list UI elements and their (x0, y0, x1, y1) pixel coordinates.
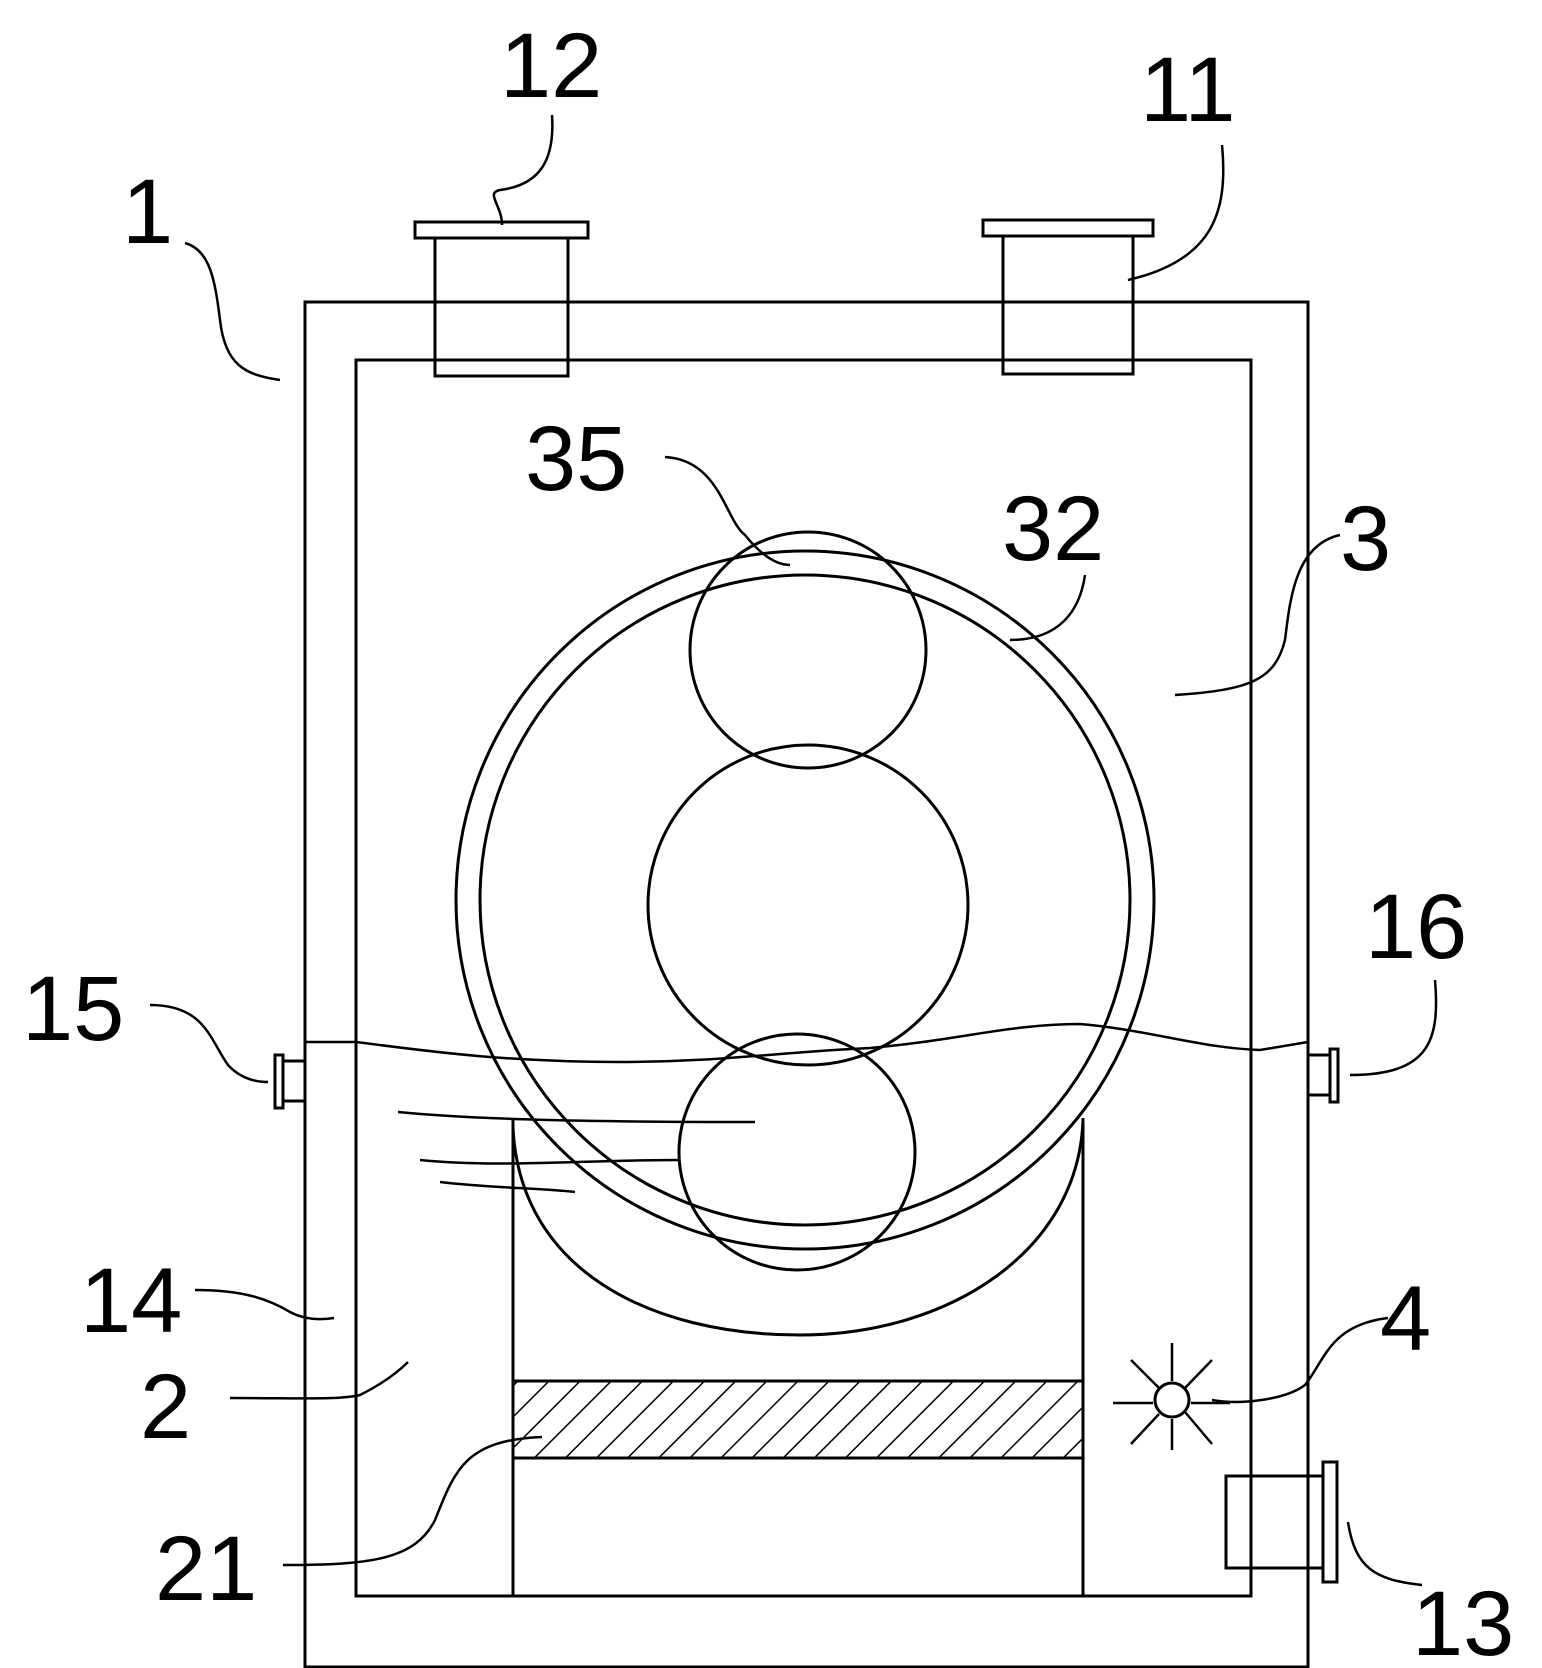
label-1: 1 (122, 161, 173, 263)
center-roller (648, 745, 968, 1065)
top-inlet-12 (415, 222, 588, 376)
leader-21 (283, 1437, 542, 1565)
bottom-roller (679, 1034, 915, 1270)
leader-35 (665, 457, 790, 565)
label-21: 21 (155, 1518, 257, 1620)
label-13: 13 (1412, 1573, 1514, 1668)
roller-35 (690, 532, 926, 768)
leader-3 (1175, 535, 1340, 695)
leader-14 (195, 1290, 334, 1319)
label-14: 14 (80, 1250, 182, 1352)
leader-12 (494, 115, 553, 225)
liquid-surface (305, 1024, 1308, 1062)
leader-2 (230, 1362, 408, 1398)
label-3: 3 (1340, 488, 1391, 590)
label-15: 15 (22, 958, 124, 1060)
label-11: 11 (1140, 39, 1236, 141)
flow-lines (398, 1112, 755, 1192)
label-16: 16 (1365, 876, 1467, 978)
outer-housing (305, 302, 1308, 1667)
label-12: 12 (500, 15, 602, 117)
label-2: 2 (140, 1356, 191, 1458)
leader-16 (1350, 980, 1436, 1075)
outlet-13 (1226, 1462, 1337, 1582)
top-inlet-11 (983, 220, 1153, 374)
side-port-16 (1308, 1049, 1338, 1102)
leader-11 (1128, 145, 1223, 280)
leader-32 (1010, 575, 1085, 640)
filter-21 (513, 1381, 1083, 1458)
label-4: 4 (1380, 1268, 1431, 1370)
heater-4 (1113, 1343, 1230, 1450)
leader-1 (185, 243, 280, 380)
leader-4 (1212, 1318, 1388, 1402)
leader-13 (1348, 1522, 1422, 1585)
label-32: 32 (1002, 478, 1104, 580)
leader-15 (150, 1005, 268, 1082)
side-port-15 (275, 1055, 305, 1108)
drum-32 (456, 551, 1154, 1249)
leader-lines (150, 115, 1436, 1585)
label-35: 35 (525, 408, 627, 510)
